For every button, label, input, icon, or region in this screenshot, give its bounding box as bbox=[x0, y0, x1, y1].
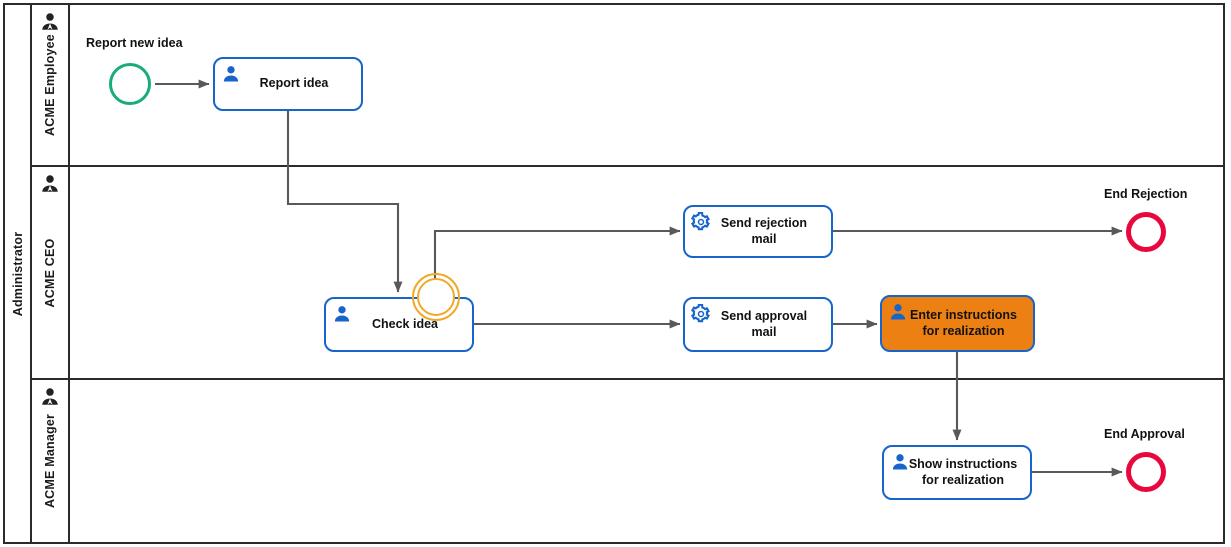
task-label: Send rejection mail bbox=[720, 215, 808, 246]
pool-header-administrator[interactable]: Administrator bbox=[5, 5, 32, 542]
lane-label-acme-employee: ACME Employee bbox=[43, 34, 57, 136]
task-label: Report idea bbox=[259, 76, 329, 91]
boundary-event-outer-ring-icon bbox=[412, 273, 460, 321]
lane-header-acme-employee[interactable]: ACME Employee bbox=[32, 5, 70, 165]
user-task-icon bbox=[890, 452, 910, 472]
lane-header-acme-manager[interactable]: ACME Manager bbox=[32, 380, 70, 542]
lane-label-acme-ceo: ACME CEO bbox=[43, 238, 57, 307]
task-report-idea[interactable]: Report idea bbox=[213, 57, 363, 111]
start-event-report-new-idea[interactable] bbox=[109, 63, 151, 105]
task-send-approval-mail[interactable]: Send approval mail bbox=[683, 297, 833, 352]
person-icon bbox=[39, 386, 61, 408]
user-task-icon bbox=[221, 64, 241, 84]
person-icon bbox=[39, 173, 61, 195]
service-task-gear-icon bbox=[690, 303, 711, 324]
lane-label-acme-manager: ACME Manager bbox=[43, 413, 57, 509]
person-icon bbox=[39, 11, 61, 33]
task-label: Enter instructions for realization bbox=[910, 307, 1017, 338]
pool-administrator[interactable] bbox=[3, 3, 1225, 544]
end-approval-label: End Approval bbox=[1104, 427, 1185, 441]
user-task-icon bbox=[888, 302, 908, 322]
task-enter-instructions-for-realization[interactable]: Enter instructions for realization bbox=[880, 295, 1035, 352]
pool-title: Administrator bbox=[10, 231, 25, 316]
end-rejection-label: End Rejection bbox=[1104, 187, 1188, 201]
task-send-rejection-mail[interactable]: Send rejection mail bbox=[683, 205, 833, 258]
lane-separator-2 bbox=[32, 378, 1223, 380]
service-task-gear-icon bbox=[690, 211, 711, 232]
task-label: Send approval mail bbox=[720, 308, 808, 339]
lane-header-acme-ceo[interactable]: ACME CEO bbox=[32, 167, 70, 378]
lane-separator-1 bbox=[32, 165, 1223, 167]
task-show-instructions-for-realization[interactable]: Show instructions for realization bbox=[882, 445, 1032, 500]
task-label: Show instructions for realization bbox=[908, 456, 1018, 487]
end-event-approval[interactable] bbox=[1126, 452, 1166, 492]
end-event-rejection[interactable] bbox=[1126, 212, 1166, 252]
user-task-icon bbox=[332, 304, 352, 324]
start-event-label: Report new idea bbox=[86, 36, 183, 50]
